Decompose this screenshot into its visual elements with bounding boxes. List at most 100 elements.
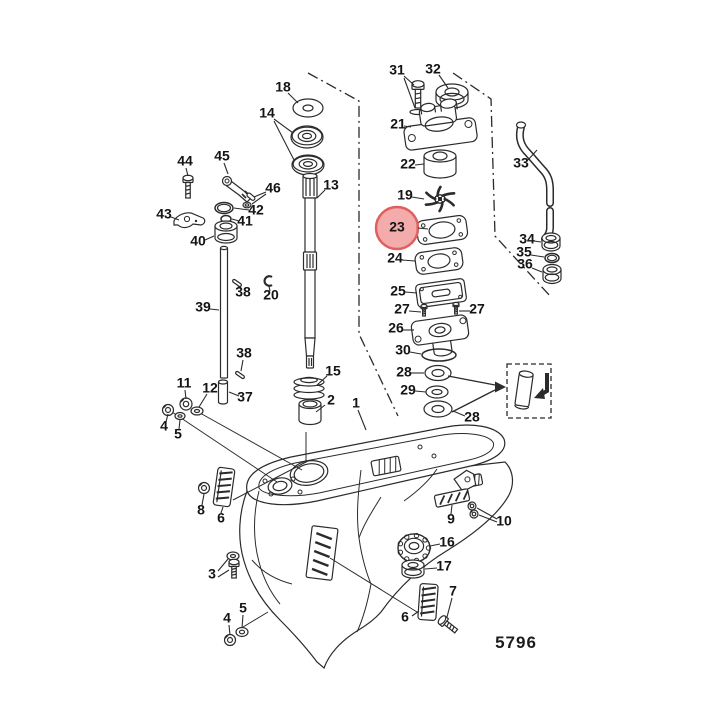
callout-28-lower[interactable]: 28 (464, 409, 480, 425)
callout-35[interactable]: 35 (516, 244, 532, 260)
part-water-pump-body-21 (403, 98, 478, 151)
callout-5-lower[interactable]: 5 (239, 600, 247, 616)
callout-34[interactable]: 34 (519, 231, 535, 247)
callout-3[interactable]: 3 (208, 566, 216, 582)
callout-45[interactable]: 45 (214, 148, 230, 164)
callout-13[interactable]: 13 (323, 177, 339, 193)
part-gasket-23 (415, 214, 469, 246)
callout-group-17: 17 (424, 558, 452, 574)
callout-group-38-upper: 38 (235, 284, 251, 300)
part-ring-35 (544, 252, 560, 264)
callout-4-upper[interactable]: 4 (160, 418, 168, 434)
callout-16[interactable]: 16 (439, 534, 455, 550)
callout-7[interactable]: 7 (449, 583, 457, 599)
callout-1[interactable]: 1 (352, 395, 360, 411)
callout-5-upper[interactable]: 5 (174, 426, 182, 442)
callout-group-18: 18 (275, 79, 299, 104)
part-washer-12 (190, 406, 204, 416)
callout-2[interactable]: 2 (327, 392, 335, 408)
callout-27-left[interactable]: 27 (394, 301, 410, 317)
callout-group-16: 16 (429, 534, 455, 550)
part-grommet-34 (541, 232, 561, 252)
callout-group-39: 39 (195, 299, 220, 315)
callout-group-35: 35 (516, 244, 545, 260)
part-bolt-3 (228, 558, 240, 579)
callout-10[interactable]: 10 (496, 513, 512, 529)
callout-19[interactable]: 19 (397, 187, 413, 203)
assembly-line-3 (232, 460, 309, 501)
part-trim-tab-plate-9 (433, 469, 477, 508)
callout-23[interactable]: 23 (389, 219, 405, 235)
callout-43[interactable]: 43 (156, 206, 172, 222)
callout-37[interactable]: 37 (237, 389, 253, 405)
callout-41[interactable]: 41 (237, 213, 253, 229)
callout-14[interactable]: 14 (259, 105, 275, 121)
callout-27-right[interactable]: 27 (469, 301, 485, 317)
callout-group-34: 34 (519, 231, 542, 247)
callout-group-12: 12 (198, 380, 218, 408)
part-bushing-40 (214, 220, 238, 244)
callout-group-9: 9 (447, 504, 455, 527)
callout-39[interactable]: 39 (195, 299, 211, 315)
callout-22[interactable]: 22 (400, 156, 416, 172)
part-nut-11 (179, 397, 193, 411)
part-bearing-carrier-16 (397, 532, 432, 564)
callout-44[interactable]: 44 (177, 153, 193, 169)
callout-26[interactable]: 26 (388, 320, 404, 336)
callout-32[interactable]: 32 (425, 61, 441, 77)
callout-15[interactable]: 15 (325, 363, 341, 379)
callout-12[interactable]: 12 (202, 380, 218, 396)
callout-21[interactable]: 21 (390, 116, 406, 132)
callout-11[interactable]: 11 (177, 375, 192, 391)
callout-25[interactable]: 25 (390, 283, 406, 299)
part-nut-10-upper (467, 501, 477, 511)
callout-24[interactable]: 24 (387, 250, 403, 266)
callout-group-27-right: 27 (459, 301, 485, 317)
callout-28-upper[interactable]: 28 (396, 364, 412, 380)
callout-6-upper[interactable]: 6 (217, 510, 225, 526)
callout-group-11: 11 (177, 375, 192, 400)
part-impeller-19 (424, 185, 456, 213)
callout-18[interactable]: 18 (275, 79, 291, 95)
callout-30[interactable]: 30 (395, 342, 411, 358)
callout-group-25: 25 (390, 283, 418, 299)
callout-42[interactable]: 42 (248, 202, 264, 218)
callout-group-8: 8 (197, 493, 205, 518)
callout-group-6-lower: 6 (401, 609, 420, 625)
callout-group-20: 20 (263, 285, 279, 303)
inset-cylinder-icon (514, 370, 534, 410)
callout-38-upper[interactable]: 38 (235, 284, 251, 300)
part-oring-30 (421, 348, 457, 362)
callout-6-lower[interactable]: 6 (401, 609, 409, 625)
callout-9[interactable]: 9 (447, 511, 455, 527)
callout-group-46: 46 (251, 180, 281, 205)
callout-group-19: 19 (397, 187, 425, 203)
callout-group-21: 21 (390, 116, 412, 132)
callout-group-36: 36 (517, 256, 543, 273)
part-screw-27-right (452, 301, 460, 315)
part-bearing-14-lower (291, 154, 325, 176)
callout-20[interactable]: 20 (263, 287, 279, 303)
callout-8[interactable]: 8 (197, 502, 205, 518)
callout-36[interactable]: 36 (517, 256, 533, 272)
callout-group-27-left: 27 (394, 301, 422, 317)
callout-29[interactable]: 29 (400, 382, 416, 398)
callout-38-lower[interactable]: 38 (236, 345, 252, 361)
callout-group-33: 33 (513, 149, 538, 171)
callout-33[interactable]: 33 (513, 155, 529, 171)
callout-4-lower[interactable]: 4 (223, 610, 231, 626)
callout-46[interactable]: 46 (265, 180, 281, 196)
callout-group-42: 42 (233, 202, 264, 218)
callout-31[interactable]: 31 (389, 62, 405, 78)
callout-group-15: 15 (316, 363, 341, 386)
part-shift-rod-39 (219, 245, 229, 379)
part-bolt-7 (437, 615, 459, 634)
callout-group-13: 13 (316, 177, 339, 199)
callout-17[interactable]: 17 (436, 558, 452, 574)
callout-group-2: 2 (315, 392, 335, 413)
callout-group-1: 1 (352, 395, 367, 431)
part-nut-8 (197, 481, 211, 495)
callout-40[interactable]: 40 (190, 233, 206, 249)
